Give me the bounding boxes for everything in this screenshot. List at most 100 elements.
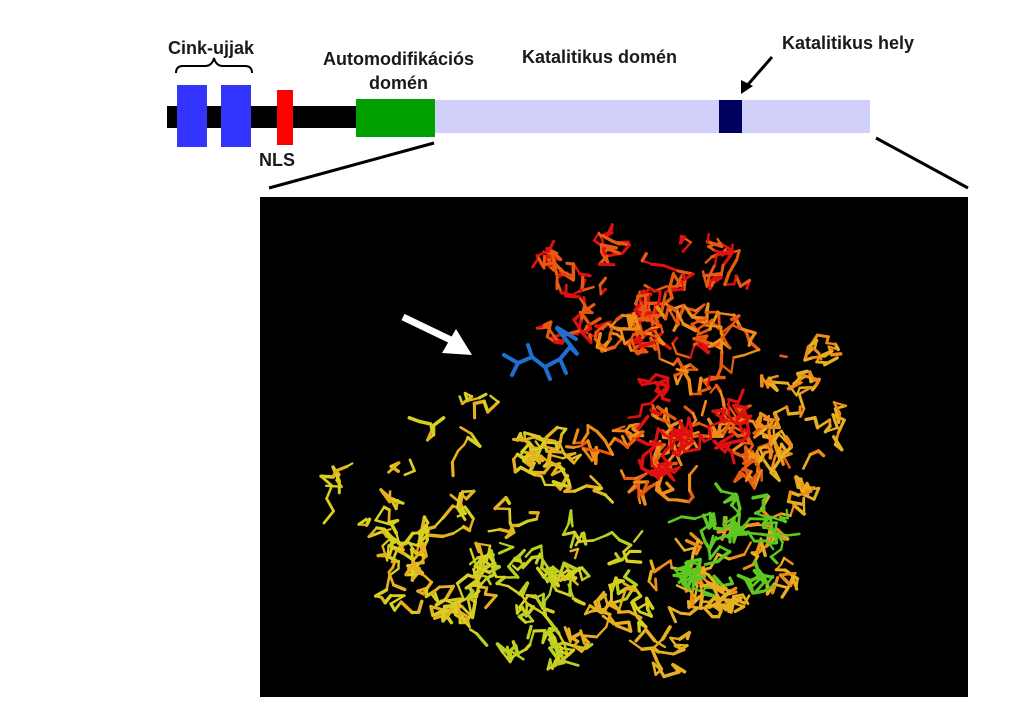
residue-stick xyxy=(716,602,728,612)
residue-stick xyxy=(569,547,580,553)
residue-stick xyxy=(730,356,735,374)
residue-stick xyxy=(487,565,501,575)
residue-stick xyxy=(731,403,749,410)
residue-stick xyxy=(661,410,677,421)
residue-stick xyxy=(718,241,733,252)
residue-stick xyxy=(546,565,561,574)
residue-stick xyxy=(654,577,658,592)
residue-stick xyxy=(412,561,419,574)
residue-stick xyxy=(557,568,570,579)
residue-stick xyxy=(555,589,572,597)
residue-stick xyxy=(443,584,456,602)
residue-stick xyxy=(783,457,791,469)
residue-stick xyxy=(749,472,759,484)
residue-stick xyxy=(620,587,628,602)
residue-stick xyxy=(664,304,670,321)
residue-stick xyxy=(620,549,632,562)
residue-stick xyxy=(495,575,506,586)
catalytic-domain-segment xyxy=(435,100,870,133)
residue-stick xyxy=(547,573,562,582)
residue-stick xyxy=(642,326,654,335)
residue-stick xyxy=(549,250,557,265)
residue-stick xyxy=(578,539,595,543)
residue-stick xyxy=(703,560,720,566)
residue-stick xyxy=(643,627,657,643)
residue-stick xyxy=(578,272,592,278)
residue-stick xyxy=(708,263,717,277)
residue-stick xyxy=(782,556,794,566)
residue-stick xyxy=(702,590,719,599)
residue-stick xyxy=(738,470,753,484)
residue-stick xyxy=(619,329,627,346)
residue-stick xyxy=(720,363,733,375)
residue-stick xyxy=(548,453,565,460)
residue-stick xyxy=(799,407,806,418)
residue-stick xyxy=(458,614,471,629)
residue-stick xyxy=(727,397,740,404)
residue-stick xyxy=(620,243,631,255)
residue-stick xyxy=(387,570,395,587)
nls-label: NLS xyxy=(259,150,295,170)
residue-stick xyxy=(794,475,800,487)
residue-stick xyxy=(524,548,534,558)
residue-stick xyxy=(415,570,426,577)
residue-stick xyxy=(744,578,755,595)
residue-stick xyxy=(616,241,632,247)
residue-stick xyxy=(484,594,498,610)
automod-domain-label-line1: Automodifikációs xyxy=(322,49,474,69)
residue-stick xyxy=(487,554,496,567)
residue-stick xyxy=(667,469,676,482)
residue-stick xyxy=(558,573,571,582)
residue-stick xyxy=(547,239,556,253)
residue-stick xyxy=(391,583,407,592)
residue-stick xyxy=(649,559,656,574)
active-site-arrow xyxy=(401,313,472,355)
residue-stick xyxy=(722,515,737,526)
residue-stick xyxy=(495,642,504,654)
residue-stick xyxy=(534,552,542,565)
residue-stick xyxy=(564,294,581,299)
residue-stick xyxy=(389,496,405,505)
residue-stick xyxy=(705,273,711,288)
residue-stick xyxy=(728,522,745,531)
residue-stick xyxy=(692,303,706,317)
residue-stick xyxy=(661,291,668,306)
residue-stick xyxy=(580,431,590,445)
residue-stick xyxy=(487,528,501,533)
residue-stick xyxy=(641,381,657,387)
residue-stick xyxy=(722,335,731,349)
residue-stick xyxy=(667,515,683,524)
residue-stick xyxy=(523,431,541,439)
residue-stick xyxy=(404,560,416,577)
residue-stick xyxy=(714,441,730,450)
residue-stick xyxy=(521,556,534,570)
residue-stick xyxy=(627,610,643,620)
residue-stick xyxy=(474,541,481,554)
residue-stick xyxy=(545,320,553,339)
residue-stick xyxy=(572,530,582,544)
residue-stick xyxy=(700,399,708,417)
zoom-line-right xyxy=(875,136,969,190)
residue-stick xyxy=(525,602,540,612)
residue-stick xyxy=(719,433,735,445)
residue-stick xyxy=(552,264,560,278)
residue-stick xyxy=(411,529,430,535)
residue-stick xyxy=(649,392,661,405)
residue-stick xyxy=(507,564,520,579)
residue-stick xyxy=(698,566,713,573)
residue-stick xyxy=(636,414,650,431)
residue-stick xyxy=(655,382,664,400)
residue-stick xyxy=(627,333,635,346)
residue-stick xyxy=(829,352,843,357)
residue-stick xyxy=(780,541,784,551)
zinc-finger-1 xyxy=(177,85,207,147)
residue-stick xyxy=(786,411,802,416)
residue-stick xyxy=(493,496,508,511)
residue-stick xyxy=(385,554,398,562)
residue-stick xyxy=(708,511,717,530)
residue-stick xyxy=(674,434,684,445)
residue-stick xyxy=(813,415,820,430)
residue-stick xyxy=(738,423,744,435)
residue-stick xyxy=(569,509,574,528)
residue-stick xyxy=(722,324,733,339)
